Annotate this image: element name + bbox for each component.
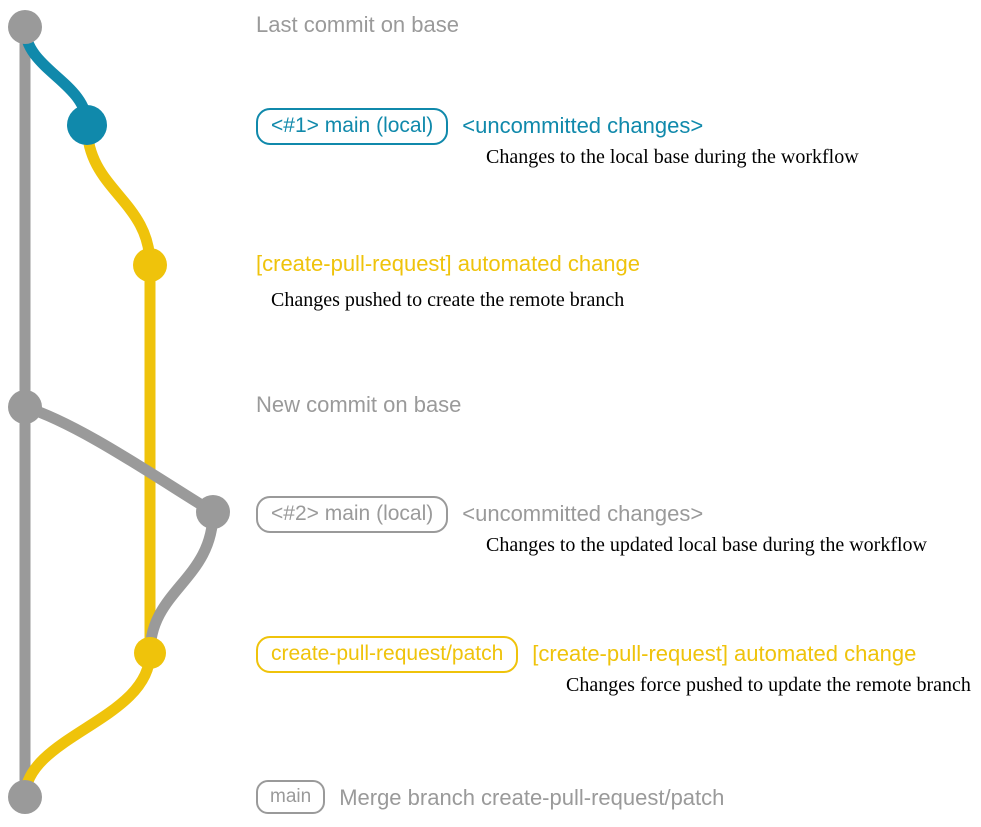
row-new-commit-on-base: New commit on base [256, 392, 461, 418]
row-automated-change-2: create-pull-request/patch [create-pull-r… [256, 636, 916, 673]
commit-subject: <uncommitted changes> [462, 113, 704, 138]
row-merge-branch: main Merge branch create-pull-request/pa… [256, 780, 725, 815]
row-main-local-1: <#1> main (local) <uncommitted changes> [256, 108, 703, 145]
note-automated-change-2: Changes force pushed to update the remot… [566, 674, 971, 696]
commit-subject: Last commit on base [256, 12, 459, 37]
commit-subject: [create-pull-request] automated change [256, 251, 641, 276]
commit-subject: New commit on base [256, 392, 462, 417]
ref-label-main-local-2[interactable]: <#2> main (local) [256, 496, 449, 533]
ref-label-create-pull-request-patch[interactable]: create-pull-request/patch [256, 636, 519, 673]
commit-dot-local-2[interactable] [196, 495, 230, 529]
edge-local1-to-remote1 [81, 119, 156, 271]
commit-dot-remote-2[interactable] [134, 637, 166, 669]
commit-dot-base-1[interactable] [8, 10, 42, 44]
commit-dot-remote-1[interactable] [133, 248, 167, 282]
row-automated-change-1: [create-pull-request] automated change [256, 251, 640, 277]
commit-dot-base-3[interactable] [8, 780, 42, 814]
ref-label-main[interactable]: main [256, 780, 326, 815]
note-main-local-1: Changes to the local base during the wor… [486, 146, 859, 168]
commit-dot-local-1[interactable] [67, 105, 107, 145]
row-last-commit-on-base: Last commit on base [256, 12, 459, 38]
edge-remote2-to-base3 [19, 647, 156, 803]
edge-base2-to-local2 [19, 401, 219, 518]
commit-subject: Merge branch create-pull-request/patch [339, 785, 725, 810]
commit-subject: [create-pull-request] automated change [532, 641, 917, 666]
note-main-local-2: Changes to the updated local base during… [486, 534, 927, 556]
edge-local2-to-remote2 [144, 506, 219, 659]
commit-dot-base-2[interactable] [8, 390, 42, 424]
row-main-local-2: <#2> main (local) <uncommitted changes> [256, 496, 703, 533]
ref-label-main-local-1[interactable]: <#1> main (local) [256, 108, 449, 145]
note-automated-change-1: Changes pushed to create the remote bran… [271, 289, 625, 311]
commit-subject: <uncommitted changes> [462, 501, 704, 526]
